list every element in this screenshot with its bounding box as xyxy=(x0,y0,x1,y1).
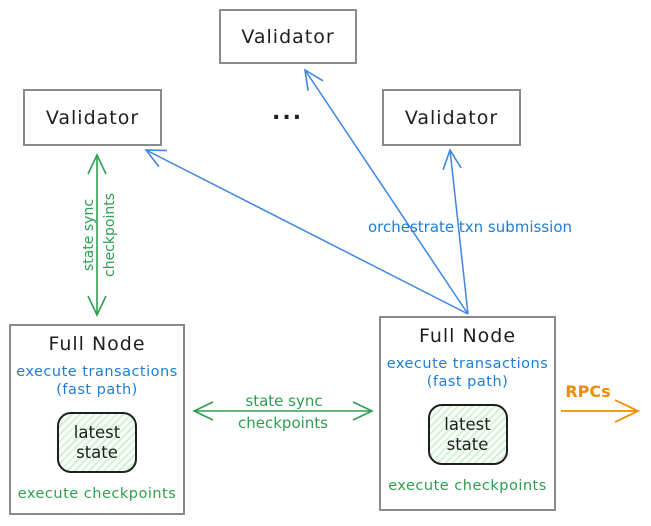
latest-state-line1: latest xyxy=(444,414,491,434)
latest-state-box: latest state xyxy=(427,404,508,465)
state-sync-horizontal-label-line1: state sync xyxy=(245,392,323,410)
latest-state-line2: state xyxy=(446,434,489,454)
latest-state-line2: state xyxy=(76,442,118,462)
validator-label: Validator xyxy=(241,25,335,48)
validator-label: Validator xyxy=(45,106,140,129)
orchestrate-arrow-to-right-validator xyxy=(442,148,469,315)
more-validators-ellipsis: ... xyxy=(272,100,304,125)
execute-checkpoints-label: execute checkpoints xyxy=(17,486,177,502)
execute-checkpoints-label: execute checkpoints xyxy=(388,478,547,494)
fast-path-label: (fast path) xyxy=(426,374,509,390)
orchestrate-arrow-to-top-validator xyxy=(303,68,469,315)
validator-node-right: Validator xyxy=(382,89,521,146)
orchestrate-arrow-to-left-validator xyxy=(144,149,469,315)
full-node-left: Full Node execute transactions (fast pat… xyxy=(9,324,185,515)
execute-transactions-label: execute transactions xyxy=(386,356,549,372)
orchestrate-txn-submission-label: orchestrate txn submission xyxy=(367,218,573,236)
full-node-title: Full Node xyxy=(418,325,517,347)
latest-state-box: latest state xyxy=(57,412,137,473)
validator-label: Validator xyxy=(404,106,499,129)
state-sync-horizontal-label-line2: checkpoints xyxy=(238,414,328,432)
rpcs-label: RPCs xyxy=(565,382,611,401)
full-node-right: Full Node execute transactions (fast pat… xyxy=(379,316,556,511)
validator-node-top: Validator xyxy=(219,9,357,64)
validator-node-left: Validator xyxy=(23,89,162,146)
latest-state-line1: latest xyxy=(73,422,121,442)
state-sync-vertical-label-line1: state sync xyxy=(81,198,97,272)
state-sync-vertical-label-line2: checkpoints xyxy=(102,193,118,277)
fast-path-label: (fast path) xyxy=(56,382,138,398)
full-node-title: Full Node xyxy=(48,333,146,355)
execute-transactions-label: execute transactions xyxy=(16,364,178,380)
